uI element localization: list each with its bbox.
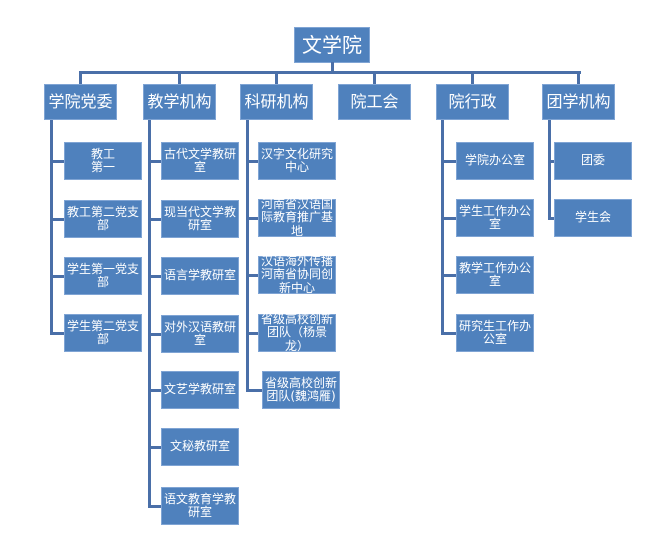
- child-node: 研究生工作办公室: [456, 314, 534, 352]
- child-node: 教学工作办公室: [456, 256, 534, 294]
- child-node: 古代文学教研室: [161, 142, 239, 180]
- connector: [246, 120, 249, 391]
- group-node: 学院党委: [44, 84, 117, 120]
- child-node: 教工 第一: [64, 142, 142, 180]
- connector: [441, 217, 456, 220]
- connector: [548, 160, 554, 163]
- connector: [50, 332, 64, 335]
- child-node: 文秘教研室: [161, 428, 239, 466]
- connector: [148, 120, 151, 507]
- connector: [331, 62, 334, 73]
- connector: [50, 120, 53, 334]
- connector: [178, 72, 181, 84]
- connector: [441, 120, 444, 334]
- connector: [246, 389, 262, 392]
- child-node: 河南省汉语国际教育推广基地: [258, 198, 336, 237]
- connector: [148, 218, 161, 221]
- child-node: 教工第二党支部: [64, 200, 142, 238]
- connector: [79, 72, 82, 84]
- child-node: 省级高校创新团队（杨景龙）: [258, 313, 336, 352]
- connector: [275, 72, 278, 84]
- connector: [441, 332, 456, 335]
- child-node: 学生会: [554, 199, 632, 237]
- connector: [148, 160, 161, 163]
- child-node: 汉字文化研究中心: [258, 142, 336, 180]
- connector: [50, 275, 64, 278]
- connector: [246, 332, 258, 335]
- child-node: 汉语海外传播河南省协同创新中心: [258, 255, 336, 294]
- connector: [577, 72, 580, 84]
- connector: [441, 274, 456, 277]
- child-node: 学生第二党支部: [64, 314, 142, 352]
- connector: [246, 217, 258, 220]
- connector: [148, 505, 161, 508]
- child-node: 文艺学教研室: [161, 371, 239, 409]
- connector: [148, 333, 161, 336]
- connector: [548, 217, 554, 220]
- group-node: 院行政: [436, 84, 509, 120]
- child-node: 学生第一党支部: [64, 257, 142, 295]
- connector: [246, 274, 258, 277]
- child-node: 对外汉语教研室: [161, 315, 239, 353]
- connector: [148, 275, 161, 278]
- connector: [548, 120, 551, 219]
- connector: [148, 446, 161, 449]
- connector: [373, 72, 376, 84]
- connector: [246, 160, 258, 163]
- child-node: 学院办公室: [456, 142, 534, 180]
- connector: [441, 160, 456, 163]
- root-node: 文学院: [294, 27, 370, 63]
- group-node: 教学机构: [143, 84, 216, 120]
- child-node: 语文教育学教研室: [161, 487, 239, 525]
- connector: [50, 218, 64, 221]
- group-node: 院工会: [338, 84, 411, 120]
- child-node: 省级高校创新团队(魏鸿雁): [262, 371, 340, 409]
- child-node: 语言学教研室: [161, 257, 239, 295]
- connector: [50, 160, 64, 163]
- group-node: 科研机构: [240, 84, 313, 120]
- connector: [79, 71, 581, 74]
- child-node: 学生工作办公室: [456, 199, 534, 237]
- child-node: 现当代文学教研室: [161, 200, 239, 238]
- connector: [148, 389, 161, 392]
- child-node: 团委: [554, 142, 632, 180]
- connector: [471, 72, 474, 84]
- group-node: 团学机构: [542, 84, 615, 120]
